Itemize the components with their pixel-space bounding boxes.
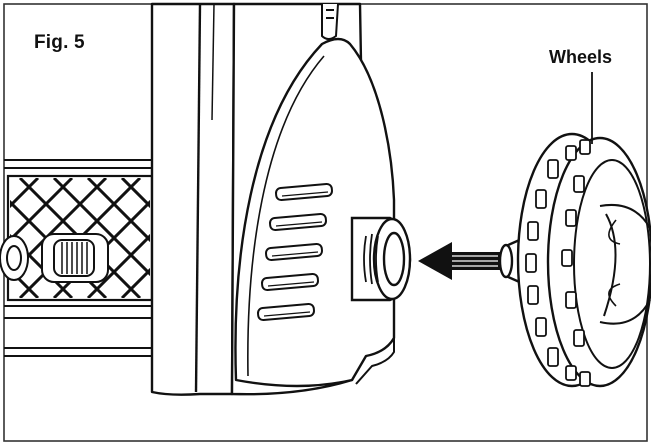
insertion-arrow-icon bbox=[418, 242, 500, 280]
unit-base-grille bbox=[4, 159, 154, 357]
figure-label: Fig. 5 bbox=[34, 32, 85, 53]
grille-knob bbox=[0, 233, 109, 283]
wheels-callout-label: Wheels bbox=[549, 47, 613, 67]
top-bracket bbox=[321, 3, 339, 40]
wheel-tread bbox=[525, 139, 591, 387]
axle-hub bbox=[350, 216, 412, 302]
vent-slots bbox=[257, 182, 333, 322]
wheel bbox=[498, 132, 651, 388]
